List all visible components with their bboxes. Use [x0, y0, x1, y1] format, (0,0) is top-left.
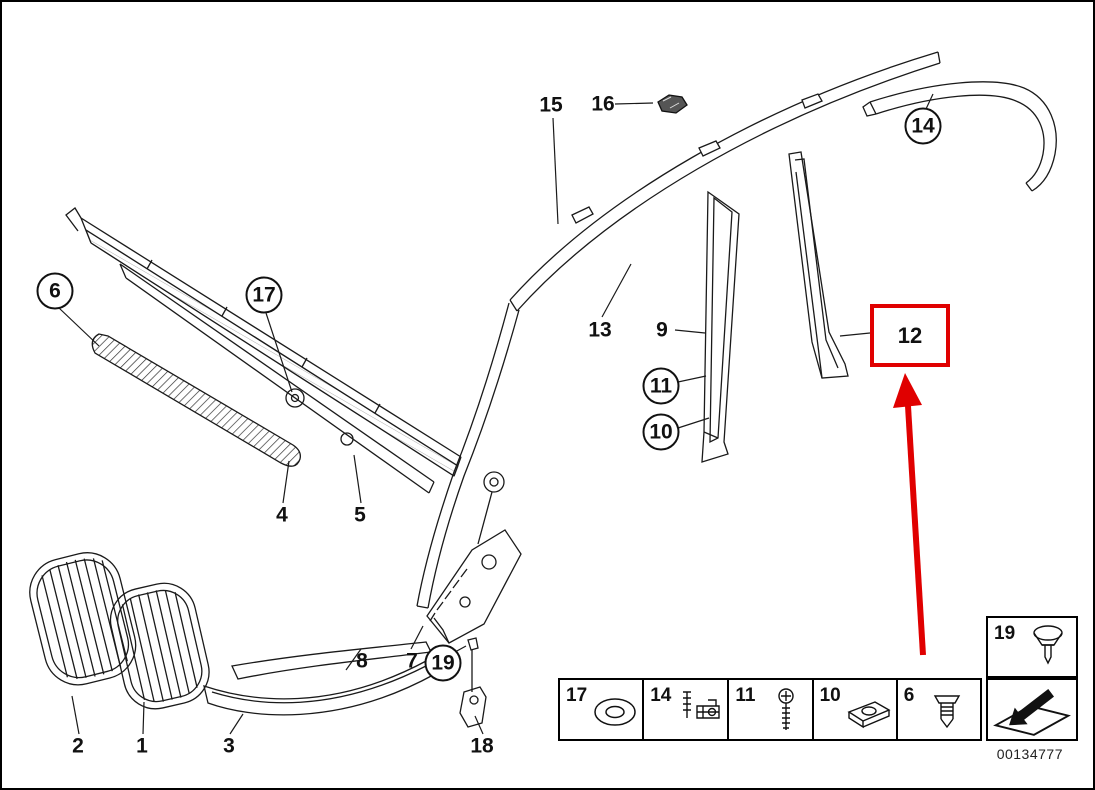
legend-label-19: 19	[994, 623, 1016, 644]
callout-16: 16	[591, 92, 615, 116]
kidney-grille-left-art	[29, 552, 137, 686]
roof-molding-end-art	[862, 81, 1057, 192]
callout-13: 13	[588, 318, 612, 342]
expanding-rivet-icon	[933, 694, 961, 728]
highlight-arrow	[893, 373, 926, 656]
bracket-18-art	[459, 637, 487, 728]
diagram-part-number: 00134777	[996, 746, 1063, 762]
callout-1: 1	[136, 734, 148, 758]
push-pin-icon	[1032, 625, 1063, 665]
callout-12: 12	[897, 322, 923, 348]
bracket-7-art	[426, 529, 522, 644]
callout-5: 5	[354, 503, 366, 527]
cowl-assembly-art	[65, 207, 462, 494]
callout-7: 7	[406, 649, 418, 673]
legend-label-6: 6	[903, 685, 915, 706]
legend-cell-19: 19	[986, 616, 1078, 678]
trim-strip-3-art	[203, 659, 436, 716]
callout-15: 15	[539, 93, 563, 117]
callout-4: 4	[276, 503, 288, 527]
callout-11: 11	[642, 367, 680, 405]
callout-3: 3	[223, 734, 235, 758]
roof-clip-16-art	[657, 94, 688, 114]
legend-label-10: 10	[819, 685, 841, 706]
legend-cell-10: 10	[814, 680, 898, 739]
clip-nut-icon	[847, 700, 891, 728]
callout-19: 19	[424, 644, 462, 682]
highlight-box-12: 12	[870, 304, 950, 367]
kidney-grille-right-art	[109, 582, 210, 710]
legend-cell-14: 14	[644, 680, 730, 739]
callout-18: 18	[470, 734, 494, 758]
grille-insert-6-art	[91, 333, 301, 467]
callout-9: 9	[656, 318, 668, 342]
roof-molding-art	[509, 51, 941, 312]
legend-cell-17: 17	[560, 680, 645, 739]
view-direction-box	[986, 678, 1078, 741]
callout-14: 14	[904, 107, 942, 145]
fastener-legend: 17 14 11	[558, 678, 982, 741]
legend-label-11: 11	[735, 685, 756, 706]
callout-10: 10	[642, 413, 680, 451]
grommet-detail-art	[477, 471, 505, 545]
callout-2: 2	[72, 734, 84, 758]
callout-17: 17	[245, 276, 283, 314]
screw-icon	[777, 687, 794, 730]
callout-6: 6	[36, 272, 74, 310]
legend-label-14: 14	[650, 685, 672, 706]
leader-lines	[58, 93, 934, 735]
pillar-trim-12-art	[788, 151, 849, 379]
pillar-trim-9-art	[701, 190, 740, 463]
direction-arrow-icon	[993, 688, 1071, 736]
a-pillar-strip-art	[416, 302, 520, 609]
legend-cell-11: 11	[729, 680, 814, 739]
legend-cell-6: 6	[898, 680, 980, 739]
screw-clip-icon	[683, 690, 721, 719]
legend-label-17: 17	[566, 685, 588, 706]
callout-8: 8	[356, 649, 368, 673]
grommet-icon	[593, 697, 636, 726]
